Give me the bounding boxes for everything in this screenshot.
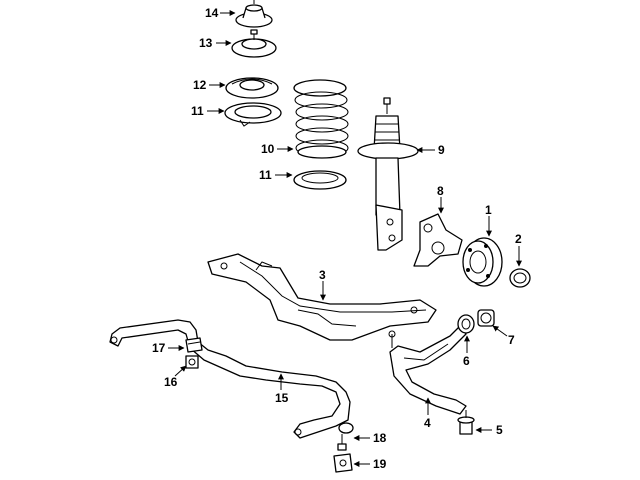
callout-16: 16 [164,375,178,389]
callout-18: 18 [373,431,387,445]
callout-11b: 11 [259,168,272,182]
part-10-coil-spring [293,79,349,159]
part-18-link [337,422,354,451]
callout-8: 8 [437,184,444,198]
part-6-bushing [457,314,475,334]
callout-2: 2 [515,232,522,246]
callout-10: 10 [261,142,275,156]
callout-15: 15 [275,391,289,405]
part-4-control-arm [388,325,467,415]
leader-16 [174,365,187,377]
part-14-mount-cap [235,0,273,28]
callout-3: 3 [319,268,326,282]
part-8-knuckle [413,213,463,267]
part-11-lower-insulator [293,170,347,190]
leader-7 [492,325,508,337]
part-11-upper-insulator [224,102,282,127]
part-15-stabilizer-bar [109,319,351,439]
part-9-strut [357,97,419,251]
part-1-hub [462,237,503,287]
callout-1: 1 [485,203,492,217]
part-2-bearing [509,268,531,288]
callout-4: 4 [424,416,431,430]
part-3-crossmember [207,253,437,341]
callout-14: 14 [205,6,219,20]
part-19-link-bracket [333,453,353,473]
callout-5: 5 [496,423,503,437]
callout-11a: 11 [191,104,204,118]
part-7-bushing [477,309,495,327]
callout-7: 7 [508,333,515,347]
callout-9: 9 [438,143,445,157]
callout-17: 17 [152,341,166,355]
callout-19: 19 [373,457,387,471]
part-12-spring-seat [225,77,279,99]
callout-13: 13 [199,36,213,50]
part-17-bracket [185,337,203,353]
part-16-bushing [185,355,199,369]
part-5-ball-joint [457,410,475,435]
callout-12: 12 [193,78,207,92]
part-13-strut-mount [231,29,277,58]
callout-6: 6 [463,354,470,368]
